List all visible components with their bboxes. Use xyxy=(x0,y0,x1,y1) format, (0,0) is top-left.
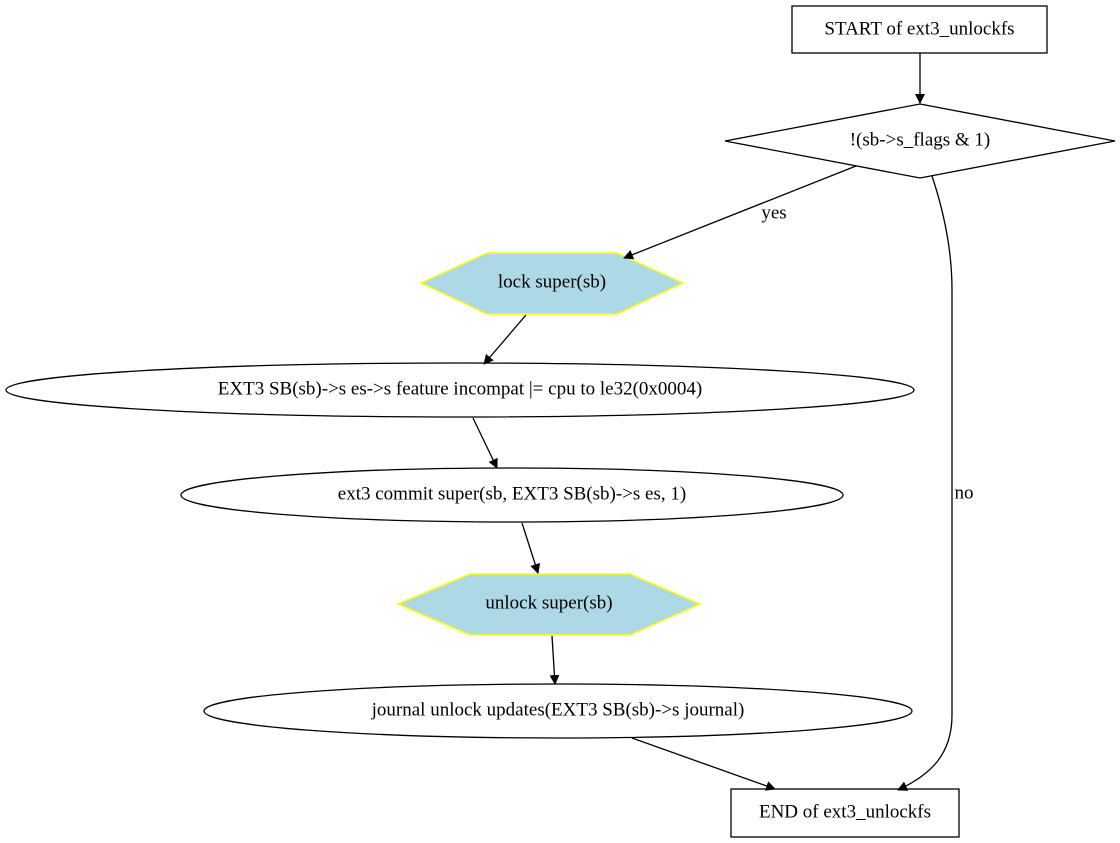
journal-unlock-node: journal unlock updates(EXT3 SB(sb)->s jo… xyxy=(203,683,913,739)
commit-super-node: ext3 commit super(sb, EXT3 SB(sb)->s es,… xyxy=(180,467,844,523)
edge-yes xyxy=(623,165,857,260)
yes-edge-label: yes xyxy=(761,202,786,223)
end-label: END of ext3_unlockfs xyxy=(759,801,931,822)
decision-label: !(sb->s_flags & 1) xyxy=(850,129,991,150)
edge-no xyxy=(897,175,953,791)
edge-journal-to-end xyxy=(631,737,776,791)
commit-super-label: ext3 commit super(sb, EXT3 SB(sb)->s es,… xyxy=(338,483,686,504)
journal-unlock-label: journal unlock updates(EXT3 SB(sb)->s jo… xyxy=(371,699,745,720)
decision-node: !(sb->s_flags & 1) xyxy=(724,103,1116,179)
unlock-super-node: unlock super(sb) xyxy=(396,573,702,636)
end-node: END of ext3_unlockfs xyxy=(730,788,960,838)
edge-feature-to-commit xyxy=(472,417,498,469)
feature-incompat-label: EXT3 SB(sb)->s es->s feature incompat |=… xyxy=(218,378,702,399)
edge-commit-to-unlock xyxy=(521,522,541,574)
no-edge-label: no xyxy=(955,482,974,503)
lock-super-label: lock super(sb) xyxy=(498,271,606,292)
unlock-super-label: unlock super(sb) xyxy=(485,592,612,613)
feature-incompat-node: EXT3 SB(sb)->s es->s feature incompat |=… xyxy=(5,362,915,418)
edges xyxy=(472,53,953,791)
edge-unlock-to-journal xyxy=(549,635,560,685)
start-label: START of ext3_unlockfs xyxy=(824,18,1014,39)
start-node: START of ext3_unlockfs xyxy=(791,5,1048,54)
edge-lock-to-feature xyxy=(483,314,527,365)
lock-super-node: lock super(sb) xyxy=(419,252,685,315)
